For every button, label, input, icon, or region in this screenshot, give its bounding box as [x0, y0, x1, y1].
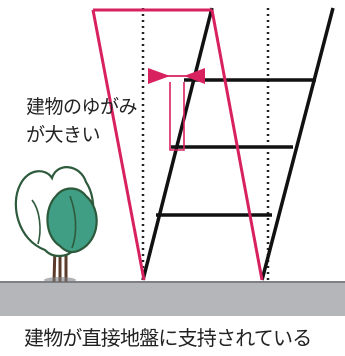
deformation-line-mid [210, 9, 264, 281]
tree-foliage-detail [31, 195, 77, 249]
deformation-line-left [91, 9, 146, 281]
ground [0, 282, 345, 316]
arrowhead-left [148, 68, 170, 84]
tree-illustration [14, 166, 98, 283]
annotation-line-1: 建物のゆがみ [26, 96, 138, 118]
tree-shadow [44, 277, 76, 283]
building-column-right [260, 7, 335, 281]
tree-foliage-front [46, 187, 98, 254]
inward-arrows-icon [148, 68, 205, 84]
annotation-line-2: が大きい [26, 124, 101, 146]
caption: 建物が直接地盤に支持されている [24, 326, 312, 350]
callout-leader [169, 82, 185, 151]
arrowhead-right [184, 68, 205, 84]
building-column-left [141, 7, 214, 281]
